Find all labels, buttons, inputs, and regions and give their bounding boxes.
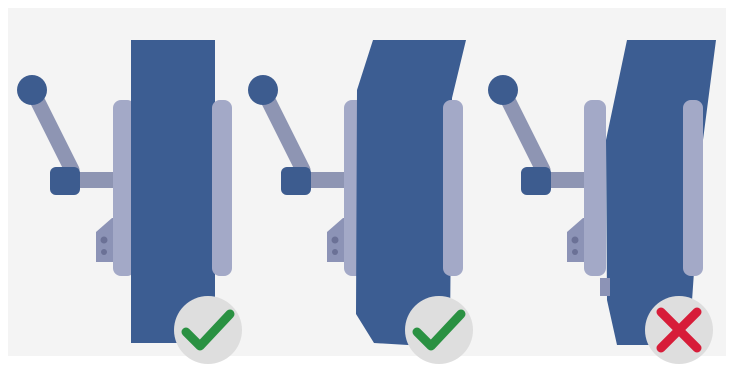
bracket-bolt	[100, 236, 108, 244]
board	[131, 40, 215, 343]
left-jaw	[113, 100, 135, 276]
panel-straight	[17, 40, 242, 364]
lever-knob	[248, 75, 278, 105]
bracket-bolt	[572, 249, 578, 255]
result-badge-correct	[405, 296, 473, 364]
lever-knob	[488, 75, 518, 105]
right-jaw	[443, 100, 463, 276]
clamp-foot	[600, 278, 610, 296]
check-mark-icon	[412, 309, 466, 351]
board	[356, 40, 466, 347]
check-mark-icon	[181, 309, 235, 351]
bracket-bolt	[101, 249, 107, 255]
bracket-bolt	[331, 236, 339, 244]
right-jaw	[683, 100, 703, 276]
panel-warped	[488, 40, 716, 364]
bracket-bolt	[332, 249, 338, 255]
result-badge-correct	[174, 296, 242, 364]
panel-angled	[248, 40, 473, 364]
lever-hub	[50, 167, 80, 195]
lever-knob	[17, 75, 47, 105]
lever-hub	[521, 167, 551, 195]
cross-mark-icon	[656, 307, 702, 353]
left-jaw	[584, 100, 606, 276]
result-badge-incorrect	[645, 296, 713, 364]
bracket-bolt	[571, 236, 579, 244]
cross-stroke	[656, 307, 702, 353]
lever-hub	[281, 167, 311, 195]
right-jaw	[212, 100, 232, 276]
